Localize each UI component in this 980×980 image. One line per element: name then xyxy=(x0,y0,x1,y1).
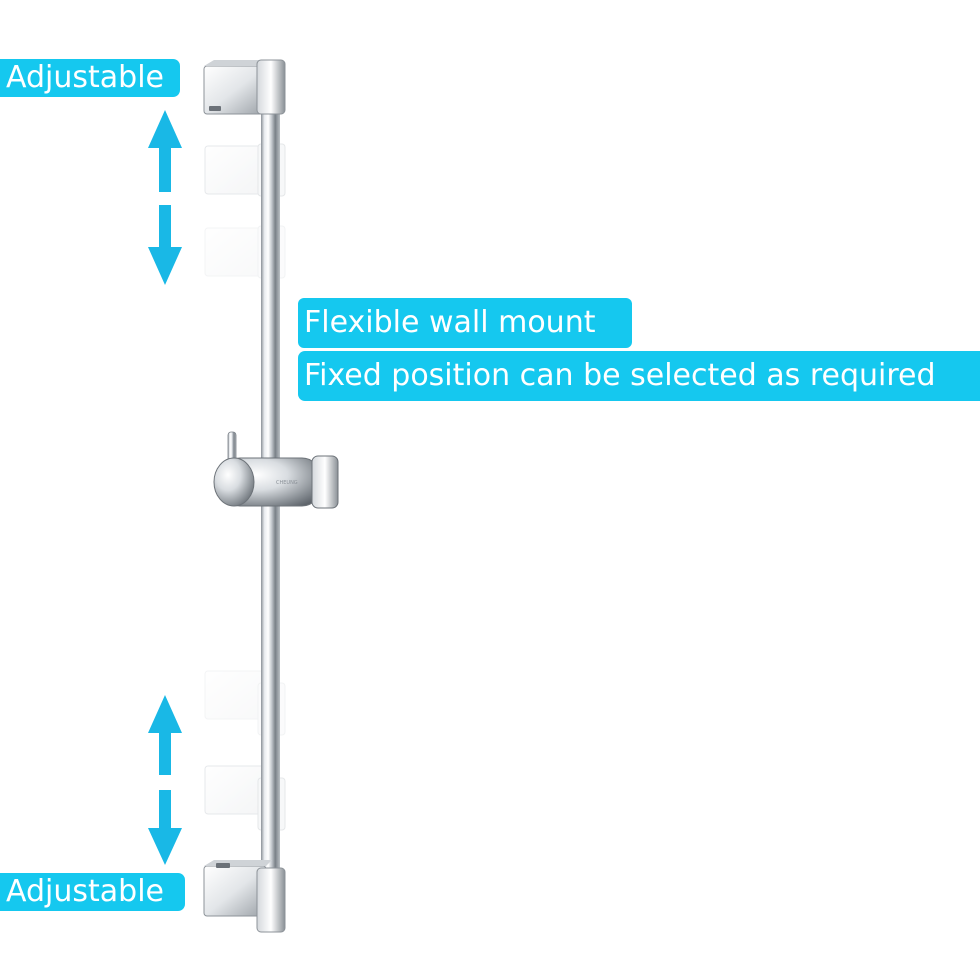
arrow-up-icon xyxy=(148,695,182,775)
flexible-wall-mount-label: Flexible wall mount xyxy=(298,298,632,348)
bottom-wall-bracket xyxy=(203,860,286,933)
fixed-position-label: Fixed position can be selected as requir… xyxy=(298,351,980,401)
sliding-clamp: CHEUNG xyxy=(213,431,339,509)
arrow-down-icon xyxy=(148,205,182,285)
bottom-adjustable-label: Adjustable xyxy=(0,873,185,911)
bracket-engraving: CHEUNG xyxy=(276,480,298,486)
top-wall-bracket xyxy=(203,59,286,115)
arrow-down-icon xyxy=(148,790,182,865)
top-adjustable-label: Adjustable xyxy=(0,59,180,97)
arrow-up-icon xyxy=(148,110,182,192)
